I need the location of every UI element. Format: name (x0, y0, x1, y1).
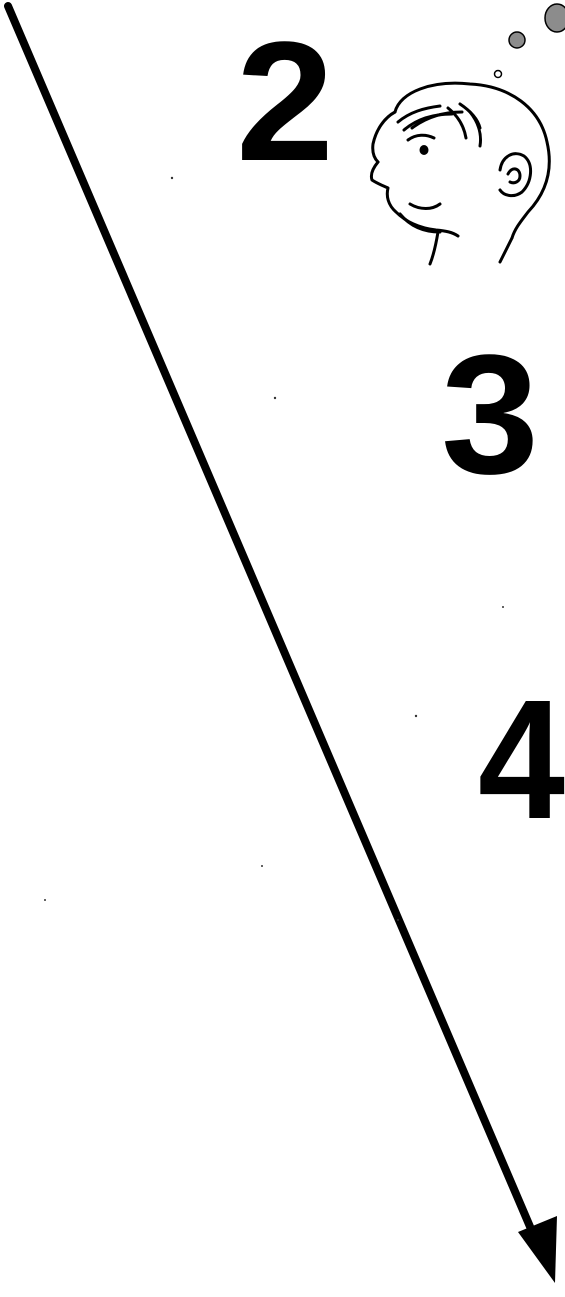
thought-bubble-medium (509, 32, 525, 48)
speck (397, 919, 399, 921)
thinking-face-icon (371, 83, 549, 264)
arrow-head (518, 1216, 557, 1283)
speck (415, 715, 417, 717)
face-ear-inner (508, 169, 520, 183)
face-forehead (373, 112, 395, 162)
speck (171, 177, 173, 179)
speck (274, 397, 276, 399)
thought-bubble-large (545, 4, 565, 32)
step-number-4: 4 (478, 665, 565, 855)
face-eye (420, 145, 429, 155)
speck (261, 865, 263, 867)
thought-bubble-icon (495, 4, 565, 78)
scan-specks (44, 177, 504, 921)
face-neck-front (430, 232, 438, 264)
thought-bubble-small (495, 71, 502, 78)
step-number-2: 2 (236, 7, 334, 197)
face-head-outline (395, 83, 549, 238)
face-ear (500, 154, 531, 196)
speck (44, 899, 46, 901)
face-mouth (410, 204, 440, 209)
down-right-arrow (8, 6, 557, 1283)
face-neck-back (500, 238, 512, 262)
speck (502, 606, 504, 608)
step-number-3: 3 (441, 320, 539, 510)
face-eyebrow (408, 135, 434, 140)
